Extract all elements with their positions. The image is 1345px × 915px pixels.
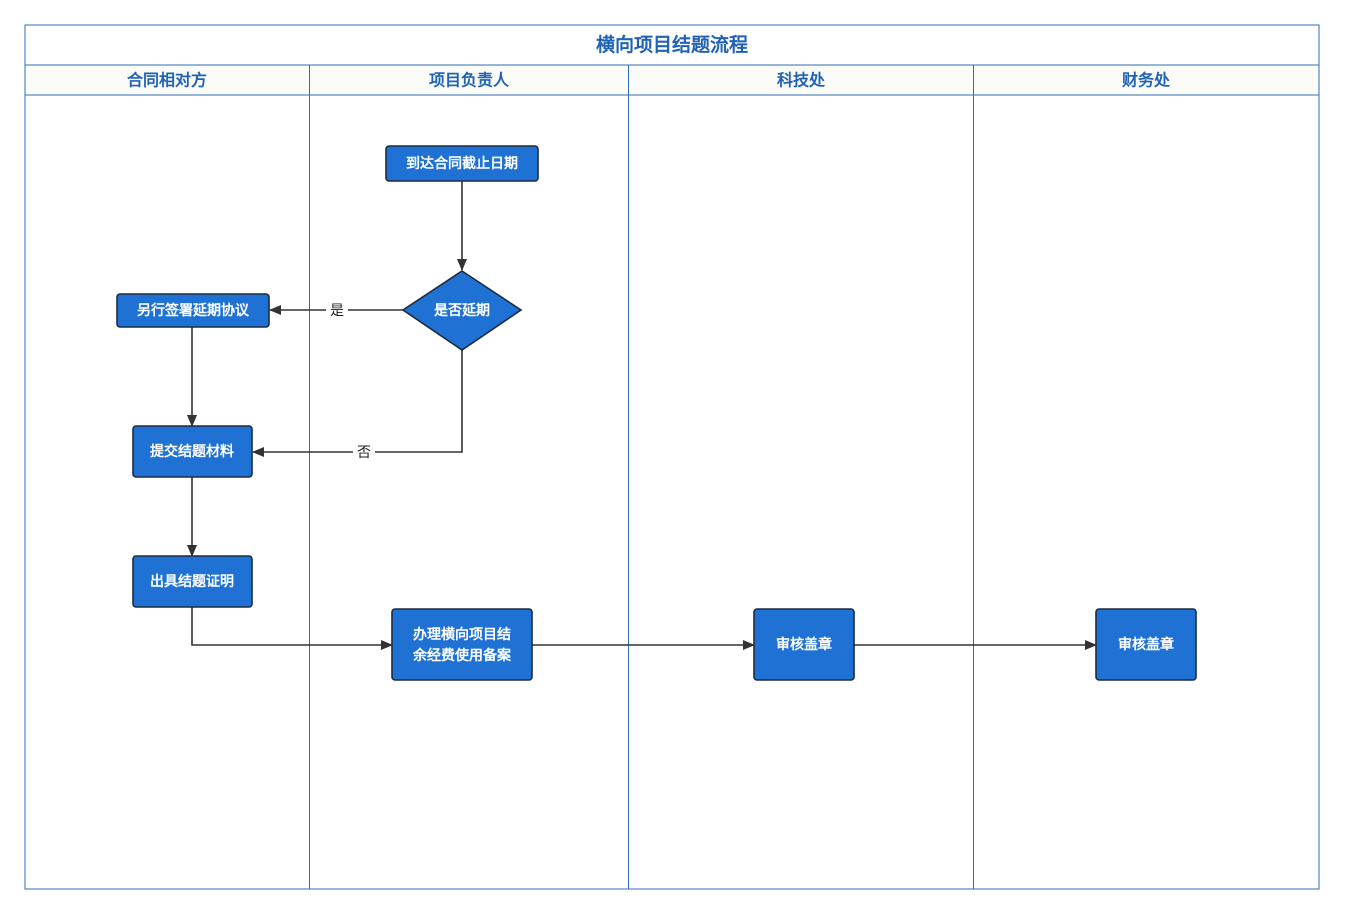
node-label: 到达合同截止日期 [406,155,518,172]
node-finance-office-review: 审核盖章 [1095,608,1197,681]
node-fund-filing: 办理横向项目结 余经费使用备案 [391,608,533,681]
edge-label-background [326,301,348,319]
node-label: 提交结题材料 [150,443,234,460]
node-box [391,608,533,681]
node-sign-extension-agreement: 另行签署延期协议 [116,293,270,328]
node-issue-certificate: 出具结题证明 [132,555,253,608]
connector-certificate-to-filing [191,607,393,650]
header-band [24,64,1320,96]
edge-label-yes: 是 [330,303,344,319]
diagram-title: 横向项目结题流程 [596,33,748,56]
node-box [132,425,253,478]
node-box [753,608,855,681]
node-submit-materials: 提交结题材料 [132,425,253,478]
lane-header: 合同相对方 [127,71,207,90]
lane-header: 财务处 [1121,71,1171,90]
node-box [116,293,270,328]
decision-diamond [401,270,523,351]
flow-nodes: 到达合同截止日期 是否延期 另行签署延期协议 提交结题材料 出具结题证明 办理横… [116,145,1197,681]
lane-header: 科技处 [777,71,826,90]
node-label: 另行签署延期协议 [137,302,250,319]
node-label: 审核盖章 [776,636,832,653]
node-label-line-2: 余经费使用备案 [412,647,512,664]
connectors [187,181,1097,650]
node-box [132,555,253,608]
node-extension-decision: 是否延期 [401,270,523,351]
edge-label-background [353,443,375,461]
node-label: 是否延期 [434,302,490,319]
node-label: 审核盖章 [1118,636,1174,653]
edge-labels: 是 否 [326,301,375,461]
node-label-line-1: 办理横向项目结 [413,626,511,643]
node-box [385,145,539,182]
lane-header: 项目负责人 [429,71,510,90]
node-contract-deadline: 到达合同截止日期 [385,145,539,182]
connector-decision-no [252,350,463,457]
edge-label-no: 否 [357,445,371,461]
node-box [1095,608,1197,681]
node-label: 出具结题证明 [150,573,234,590]
node-tech-office-review: 审核盖章 [753,608,855,681]
